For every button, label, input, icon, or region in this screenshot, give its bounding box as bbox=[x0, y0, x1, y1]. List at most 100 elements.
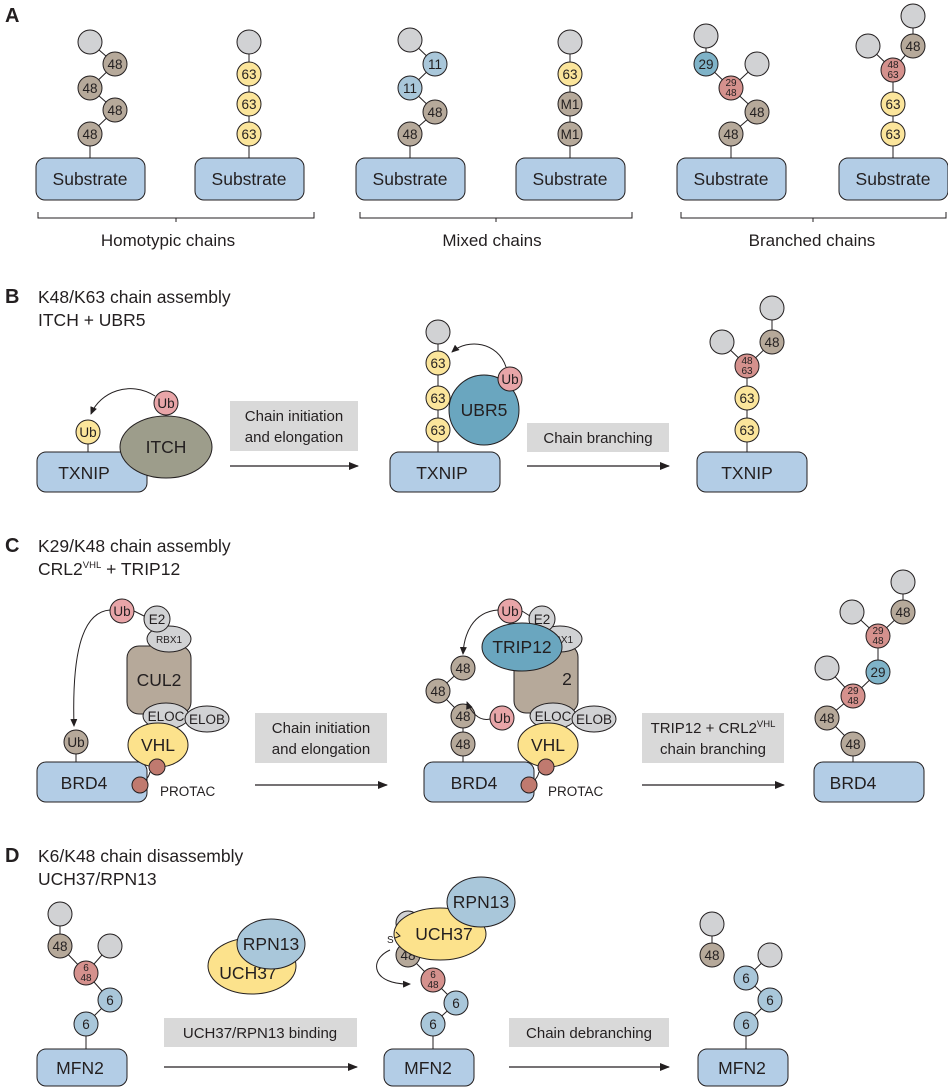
k29-label: 29 bbox=[698, 57, 713, 72]
k48-label: 48 bbox=[895, 605, 910, 620]
mfn2-label: MFN2 bbox=[718, 1058, 766, 1078]
step-initiation-line1: Chain initiation bbox=[245, 408, 343, 425]
ub-transfer-arrow bbox=[459, 609, 499, 655]
uch37-label: UCH37 bbox=[415, 924, 472, 944]
branch-63-label: 63 bbox=[741, 366, 753, 377]
k6-label: 6 bbox=[429, 1017, 437, 1032]
k48-bead bbox=[450, 655, 476, 681]
protac-label: PROTAC bbox=[160, 784, 216, 799]
k63-bead bbox=[236, 121, 262, 147]
panel-c: C K29/K48 chain assembly CRL2VHL + TRIP1… bbox=[5, 535, 925, 803]
ubiquitin-bead-distal bbox=[77, 29, 103, 55]
branch-29-label: 29 bbox=[872, 626, 884, 637]
chain-mixed-k11-k48: 11 11 48 48 Substrate bbox=[355, 27, 466, 201]
substrate-box bbox=[355, 157, 466, 201]
k11-label: 11 bbox=[403, 81, 417, 96]
ub-donor-label: Ub bbox=[113, 604, 130, 619]
ubiquitin-bead-distal bbox=[236, 29, 262, 55]
k48-bead bbox=[718, 121, 744, 147]
protac-ligand bbox=[148, 758, 166, 776]
m1-bead bbox=[557, 91, 583, 117]
k48-bead bbox=[102, 51, 128, 77]
step-initiation-line2: and elongation bbox=[245, 429, 343, 446]
k63-bead bbox=[425, 417, 451, 443]
k48-label: 48 bbox=[845, 737, 860, 752]
k63-bead bbox=[236, 61, 262, 87]
mfn2-label: MFN2 bbox=[56, 1058, 104, 1078]
step-initiation-line1: Chain initiation bbox=[272, 720, 370, 737]
txnip-ubr5-complex: TXNIP 63 63 63 UBR5 Ub bbox=[389, 319, 523, 493]
brd4-label: BRD4 bbox=[451, 773, 498, 793]
k63-label: 63 bbox=[739, 391, 754, 406]
chain-branched-k29-k48: 29 29 48 48 48 Substrate bbox=[676, 23, 787, 201]
k48-bead bbox=[422, 99, 448, 125]
protac-ligand bbox=[520, 776, 538, 794]
k48-label: 48 bbox=[704, 948, 719, 963]
k63-label: 63 bbox=[562, 67, 577, 82]
substrate-label: Substrate bbox=[856, 169, 931, 189]
branch-point-bead bbox=[420, 967, 446, 993]
ub-donor-label: Ub bbox=[157, 396, 174, 411]
k63-label: 63 bbox=[430, 356, 445, 371]
step-box-branching bbox=[527, 423, 669, 452]
branch-point-bead bbox=[840, 683, 866, 709]
k6-bead bbox=[97, 987, 123, 1013]
vhl-label: VHL bbox=[141, 735, 175, 755]
k63-bead bbox=[734, 417, 760, 443]
itch-label: ITCH bbox=[146, 437, 187, 457]
k48-bead bbox=[77, 121, 103, 147]
step-vhl-sup: VHL bbox=[757, 719, 775, 730]
rpn13-subunit bbox=[446, 876, 516, 928]
k48-label: 48 bbox=[764, 335, 779, 350]
panel-d-title: K6/K48 chain disassembly bbox=[38, 846, 243, 866]
trip12-label: TRIP12 bbox=[492, 637, 551, 657]
k6-bead bbox=[733, 965, 759, 991]
branch-point-bead bbox=[718, 75, 744, 101]
panel-d: D K6/K48 chain disassembly UCH37/RPN13 M… bbox=[5, 845, 789, 1087]
ubiquitin-bead-distal bbox=[890, 569, 916, 595]
vhl-label: VHL bbox=[531, 735, 565, 755]
ub-transfer-arrow-2 bbox=[466, 701, 491, 720]
k6-label: 6 bbox=[106, 993, 114, 1008]
branch-29-label: 29 bbox=[725, 78, 737, 89]
k29-bead bbox=[693, 51, 719, 77]
k6-bead bbox=[757, 987, 783, 1013]
k63-bead bbox=[557, 61, 583, 87]
elob-label: ELOB bbox=[576, 712, 612, 727]
k63-label: 63 bbox=[885, 97, 900, 112]
k48-bead bbox=[450, 703, 476, 729]
k48-bead bbox=[890, 599, 916, 625]
k6-label: 6 bbox=[82, 1017, 90, 1032]
substrate-label: Substrate bbox=[694, 169, 769, 189]
k48-bead bbox=[425, 678, 451, 704]
ub-donor-label: Ub bbox=[493, 711, 510, 726]
k48-label: 48 bbox=[749, 105, 764, 120]
branch-48-label: 48 bbox=[872, 636, 884, 647]
branch-48-label: 48 bbox=[847, 696, 859, 707]
k48-bead bbox=[77, 75, 103, 101]
ub-donor-bead bbox=[489, 705, 515, 731]
ubr5-label: UBR5 bbox=[461, 400, 508, 420]
k6-bead bbox=[73, 1011, 99, 1037]
ubiquitin-bead-distal bbox=[839, 599, 865, 625]
k6-label: 6 bbox=[452, 996, 460, 1011]
k6-label: 6 bbox=[742, 1017, 750, 1032]
ub-bead bbox=[75, 419, 101, 445]
substrate-label: Substrate bbox=[533, 169, 608, 189]
k6-bead bbox=[420, 1011, 446, 1037]
k48-label: 48 bbox=[82, 127, 97, 142]
panel-b-subtitle: ITCH + UBR5 bbox=[38, 310, 145, 330]
rbx1-subunit bbox=[146, 625, 192, 653]
substrate-label: Substrate bbox=[212, 169, 287, 189]
step-box-initiation bbox=[230, 401, 358, 451]
k48-label: 48 bbox=[107, 57, 122, 72]
substrate-box bbox=[838, 157, 948, 201]
txnip-branched-chain: TXNIP 48 48 63 63 63 bbox=[696, 295, 808, 493]
k48-bead bbox=[47, 933, 73, 959]
k11-bead bbox=[397, 75, 423, 101]
branch-48-label: 48 bbox=[741, 356, 753, 367]
ub-label: Ub bbox=[67, 735, 84, 750]
k48-label: 48 bbox=[819, 711, 834, 726]
txnip-itch-complex: TXNIP Ub ITCH Ub bbox=[36, 388, 213, 493]
ub-transfer-arrow bbox=[90, 388, 156, 415]
